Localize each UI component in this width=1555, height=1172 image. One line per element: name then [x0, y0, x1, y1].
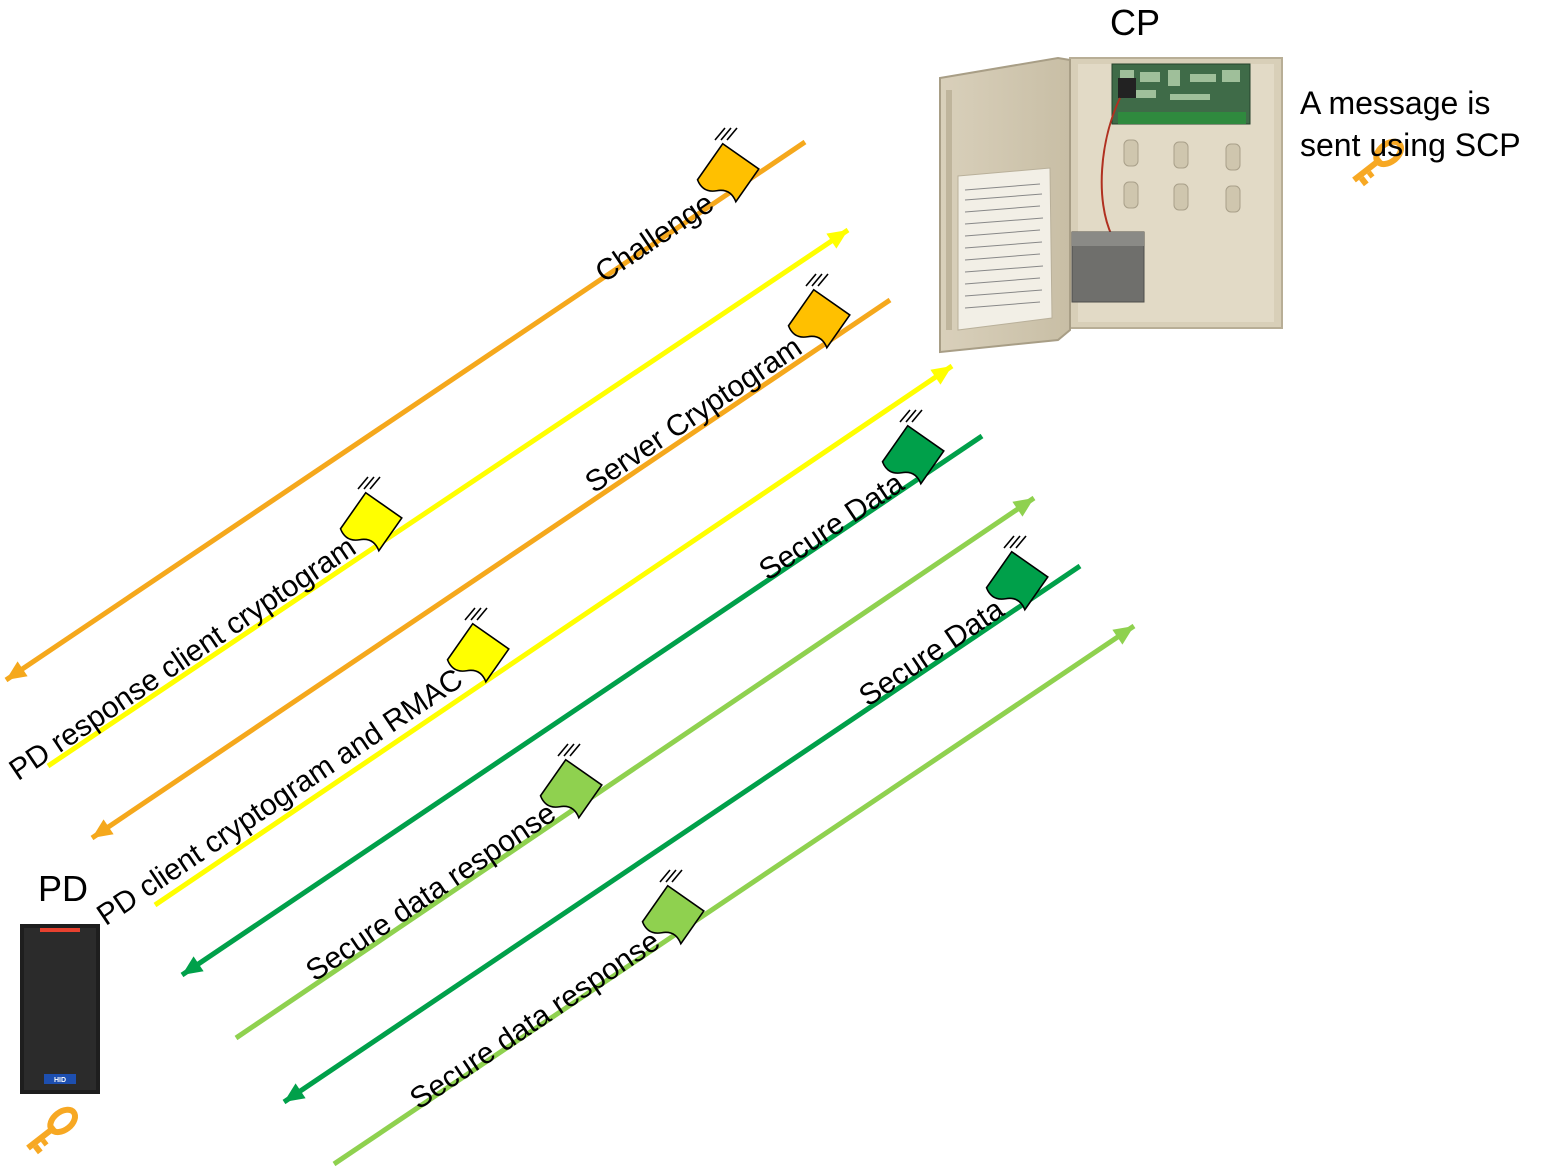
- transmit-marks-icon: [1003, 535, 1027, 549]
- transmit-marks-icon: [464, 607, 488, 621]
- reader-device-image: HID: [20, 924, 100, 1094]
- message-arrow-line: [4, 139, 807, 683]
- arrowhead-icon: [284, 1083, 306, 1102]
- message-label: PD response client cryptogram: [3, 530, 362, 787]
- arrowhead-icon: [930, 366, 952, 385]
- control-panel-image: [939, 56, 1283, 354]
- arrowhead-icon: [1012, 498, 1034, 517]
- message-arrow-line: [282, 563, 1082, 1105]
- transmit-marks-icon: [659, 869, 683, 883]
- scp-note-line-2: sent using SCP: [1300, 127, 1521, 163]
- message-label: Secure data response: [404, 924, 666, 1115]
- transmit-marks-icon: [357, 476, 381, 490]
- message-document-icon: [446, 622, 510, 684]
- message-document-icon: [985, 550, 1049, 612]
- message-arrow-line: [332, 623, 1136, 1167]
- arrowhead-icon: [182, 956, 204, 975]
- message-label: Server Cryptogram: [579, 330, 808, 499]
- message-document-icon: [641, 884, 705, 946]
- transmit-marks-icon: [899, 409, 923, 423]
- message-document-icon: [539, 758, 603, 820]
- arrowhead-icon: [92, 819, 114, 838]
- message-label: Secure Data: [853, 592, 1010, 713]
- message-document-icon: [696, 142, 760, 204]
- key-icon: [1352, 138, 1405, 187]
- arrowhead-icon: [826, 230, 848, 249]
- message-arrow-line: [153, 363, 954, 908]
- transmit-marks-icon: [557, 743, 581, 757]
- key-icon: [26, 1106, 79, 1155]
- message-label: Secure data response: [300, 796, 562, 987]
- cp-title: CP: [1110, 2, 1161, 43]
- transmit-marks-icon: [805, 273, 829, 287]
- pd-title: PD: [38, 868, 89, 909]
- message-7: Secure Data: [282, 535, 1082, 1105]
- message-document-icon: [881, 424, 945, 486]
- message-document-icon: [339, 491, 403, 553]
- message-arrow-line: [234, 495, 1036, 1041]
- message-arrow-line: [90, 297, 892, 841]
- message-label: Challenge: [589, 186, 719, 289]
- scp-note: A message is sent using SCP: [1300, 82, 1521, 166]
- scp-note-line-1: A message is: [1300, 85, 1491, 121]
- transmit-marks-icon: [714, 127, 738, 141]
- arrowhead-icon: [1112, 626, 1134, 645]
- arrowhead-icon: [6, 661, 28, 680]
- message-document-icon: [787, 288, 851, 350]
- message-arrow-line: [46, 227, 850, 769]
- message-arrow-line: [180, 433, 984, 978]
- reader-brand-text: HID: [54, 1077, 66, 1084]
